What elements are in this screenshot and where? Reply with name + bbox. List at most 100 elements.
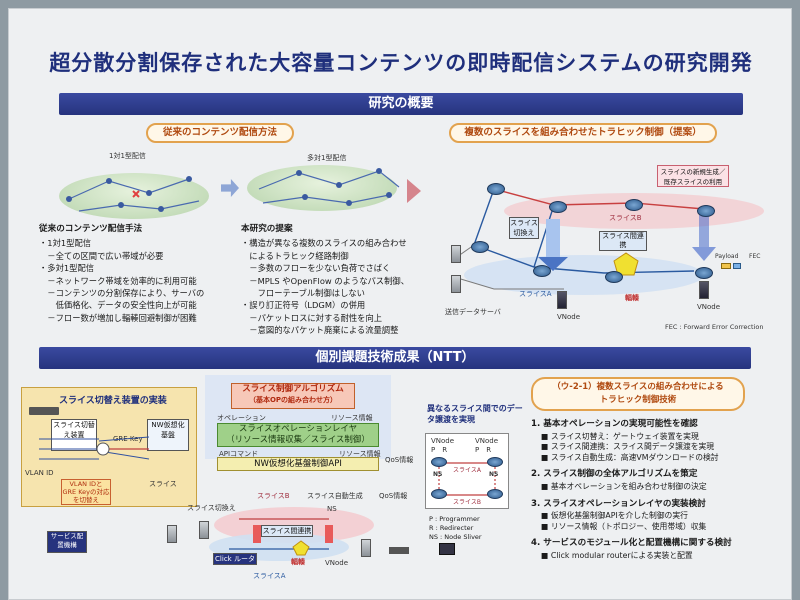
label-switching: スライス切換え xyxy=(187,504,236,512)
pill-conventional: 従来のコンテンツ配信方法 xyxy=(146,123,294,143)
proposal-list: 本研究の提案 ・構造が異なる複数のスライスの組み合わせ によるトラヒック経路制御… xyxy=(241,223,409,337)
label-sender: 送信データサーバ xyxy=(445,308,501,316)
mid-heading: 異なるスライス間でのデータ譲渡を実現 xyxy=(427,404,523,424)
group-heading: 3. スライスオペレーションレイヤの実装検討 xyxy=(531,498,706,509)
label-slice-switch: スライス切換え xyxy=(509,217,539,239)
label-vnode-2: VNode xyxy=(697,303,721,311)
router-icon xyxy=(389,547,409,554)
poster-title: 超分散分割保存された大容量コンテンツの即時配信システムの研究開発 xyxy=(49,51,753,75)
list-item: －多数のフローを少ない負荷でさばく xyxy=(241,263,391,274)
label-vnode: VNode xyxy=(325,559,349,567)
label-vnode-left: VNode xyxy=(431,437,455,445)
click-router-box: Click ルータ xyxy=(213,553,257,565)
label-nw-base: NW仮想化基盤 xyxy=(147,419,189,451)
ns-node-icon xyxy=(487,489,503,499)
fec-packet-icon xyxy=(733,263,741,269)
label-qos-2: QoS情報 xyxy=(379,492,408,500)
payload-packet-icon xyxy=(721,263,731,269)
list-item: ・多対1型配信 xyxy=(39,263,95,274)
label-auto-gen: スライス自動生成 xyxy=(307,492,363,500)
list-item: ■ 基本オペレーションを組み合わせ制御の決定 xyxy=(541,481,707,491)
group-heading: 1. 基本オペレーションの実現可能性を確認 xyxy=(531,419,698,429)
device-icon xyxy=(29,407,59,415)
label-pr-right: P R xyxy=(475,446,492,454)
label-slice-a: スライスA xyxy=(253,572,286,580)
label-ns-left: NS xyxy=(433,471,443,478)
label-inter-slice: スライス間連携 xyxy=(261,525,313,537)
impl-title: スライス切替え装置の実装 xyxy=(59,396,167,406)
ns-node-icon xyxy=(431,457,447,467)
label-ns: NS xyxy=(327,505,337,513)
legend-item: R : Redirecter xyxy=(429,524,474,532)
algo-box: スライス制御アルゴリズム （基本OPの組み合わせ方） xyxy=(231,383,355,409)
group-heading: 2. スライス制御の全体アルゴリズムを策定 xyxy=(531,469,698,480)
server-icon xyxy=(451,275,461,293)
legend-item: P : Programmer xyxy=(429,515,480,523)
network-cloud-2 xyxy=(247,165,397,211)
op-layer-title: スライスオペレーションレイヤ xyxy=(238,424,358,434)
server-icon xyxy=(167,525,177,543)
list-item: 低価格化、データの安全性向上が可能 xyxy=(39,300,197,311)
label-inter-slice: スライス間連携 xyxy=(599,231,647,251)
label-resource-info-1: リソース情報 xyxy=(331,414,373,422)
ns-node-icon xyxy=(431,489,447,499)
list-item: －ネットワーク帯域を効率的に利用可能 xyxy=(39,275,197,286)
label-congestion: 輻輳 xyxy=(291,558,305,566)
service-manager-box: サービス配置機構 xyxy=(47,531,87,553)
ns-node-icon xyxy=(487,457,503,467)
label-slice-b: スライスB xyxy=(453,499,481,506)
router-icon xyxy=(695,267,713,279)
switch-lines xyxy=(39,436,150,460)
algo-sub: （基本OPの組み合わせ方） xyxy=(248,396,338,404)
label-many-to-one: 多対1型配信 xyxy=(307,154,347,162)
algo-title: スライス制御アルゴリズム xyxy=(242,384,344,394)
list-item: －意図的なパケット廃棄による流量調整 xyxy=(241,325,399,336)
label-vnode-right: VNode xyxy=(475,437,499,445)
server-icon xyxy=(199,521,209,539)
list-item: ■ スライス切替え：ゲートウェイ装置を実現 xyxy=(541,431,699,441)
list-item: －パケットロスに対する耐性を向上 xyxy=(241,312,383,323)
proposal-network xyxy=(453,188,764,295)
conventional-heading: 従来のコンテンツ配信手法 xyxy=(39,224,143,234)
label-fec: FEC xyxy=(749,253,761,260)
proposal-heading: 本研究の提案 xyxy=(241,224,293,234)
router-icon xyxy=(471,241,489,253)
note-slice-new: スライスの新規生成／既存スライスの利用 xyxy=(657,165,729,187)
group-heading: 4. サービスのモジュール化と配置機構に関する検討 xyxy=(531,538,732,549)
op-layer-sub: （リソース情報収集／スライス制御） xyxy=(226,435,370,445)
list-item: フローテーブル制御はしない xyxy=(241,288,365,299)
label-one-to-one: 1対1型配信 xyxy=(109,152,146,160)
list-item: によるトラヒック経路制御 xyxy=(241,250,349,261)
list-item: ■ 仮想化基盤制御APIを介した制御の実行 xyxy=(541,511,688,521)
list-item: ■ スライス自動生成：高速VMダウンロードの検討 xyxy=(541,452,719,462)
label-slice-a: スライスA xyxy=(453,467,481,474)
section-band-ntt: 個別課題技術成果（NTT） xyxy=(39,347,751,369)
label-vlan-id: VLAN ID xyxy=(25,469,54,477)
router-icon xyxy=(625,199,643,211)
server-icon xyxy=(361,539,371,557)
mid-legend: P : Programmer R : Redirecter NS : Node … xyxy=(429,515,482,542)
nw-api-box: NW仮想化基盤制御API xyxy=(217,457,379,471)
label-api-command: APIコマンド xyxy=(219,450,259,458)
op-layer-box: スライスオペレーションレイヤ （リソース情報収集／スライス制御） xyxy=(217,423,379,447)
legend-item: NS : Node Sliver xyxy=(429,533,482,541)
list-item: ■ リソース情報（トポロジー、使用帯域）収集 xyxy=(541,521,707,531)
label-slice-b: スライスB xyxy=(257,492,290,500)
server-icon xyxy=(699,281,709,299)
label-resource-info-2: リソース情報 xyxy=(339,450,381,458)
list-item: ・誤り訂正符号（LDGM）の併用 xyxy=(241,300,366,311)
label-congestion: 輻輳 xyxy=(625,294,639,302)
list-item: ■ スライス間連携：スライス間データ譲渡を実現 xyxy=(541,442,715,452)
router-icon xyxy=(549,201,567,213)
transfer-lines xyxy=(438,462,496,496)
pill-ntt-topic: （ウ-2-1）複数スライスの組み合わせによる トラヒック制御技術 xyxy=(531,377,745,411)
label-slice-b: スライスB xyxy=(609,214,642,222)
label-slice: スライス xyxy=(149,480,177,488)
list-item: －コンテンツの分割保存により、サーバの xyxy=(39,288,205,299)
pill-line-1: （ウ-2-1）複数スライスの組み合わせによる xyxy=(552,382,724,392)
server-icon xyxy=(557,291,567,309)
list-item: ・構造が異なる複数のスライスの組み合わせ xyxy=(241,238,407,249)
label-vnode-1: VNode xyxy=(557,313,581,321)
list-item: －全ての区間で広い帯域が必要 xyxy=(39,250,164,261)
ntt-result-list: 1. 基本オペレーションの実現可能性を確認 ■ スライス切替え：ゲートウェイ装置… xyxy=(531,419,732,562)
